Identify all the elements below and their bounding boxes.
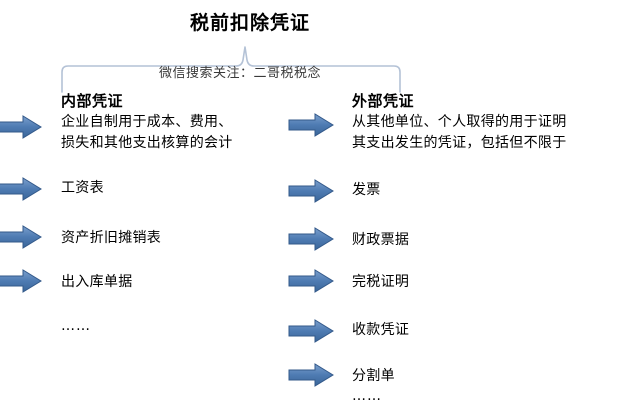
arrow-icon-left-1 — [0, 114, 42, 140]
right-item-text-5: 收款凭证 — [352, 322, 410, 338]
arrow-icon-right-4 — [288, 268, 334, 294]
right-item-text-6: 分割单 — [352, 368, 395, 384]
right-item-text-7: …… — [352, 388, 382, 404]
left-item-text-4: 出入库单据 — [61, 274, 133, 290]
arrow-icon-right-5 — [288, 318, 334, 344]
watermark-text: 微信搜索关注：二哥税税念 — [158, 66, 321, 81]
left-item-text-1: 企业自制用于成本、费用、 损失和其他支出核算的会计 — [61, 114, 233, 151]
brace-connector — [58, 44, 404, 94]
left-item-text-5: …… — [61, 318, 91, 334]
arrow-icon-right-1 — [288, 112, 334, 138]
left-item-text-2: 工资表 — [61, 180, 104, 196]
right-column-heading: 外部凭证 — [352, 92, 415, 110]
right-item-text-4: 完税证明 — [352, 274, 410, 290]
brace-icon — [61, 46, 401, 93]
arrow-icon-right-2 — [288, 178, 334, 204]
right-item-text-1: 从其他单位、个人取得的用于证明 其支出发生的凭证，包括但不限于 — [352, 114, 567, 151]
right-item-text-3: 财政票据 — [352, 232, 410, 248]
arrow-icon-right-6 — [288, 362, 334, 388]
left-column-heading: 内部凭证 — [61, 92, 124, 110]
arrow-icon-left-4 — [0, 268, 42, 294]
right-item-text-2: 发票 — [352, 182, 381, 198]
arrow-icon-right-3 — [288, 226, 334, 252]
arrow-icon-left-3 — [0, 224, 42, 250]
page-title: 税前扣除凭证 — [189, 12, 310, 34]
arrow-icon-left-2 — [0, 176, 42, 202]
left-item-text-3: 资产折旧摊销表 — [61, 230, 162, 246]
